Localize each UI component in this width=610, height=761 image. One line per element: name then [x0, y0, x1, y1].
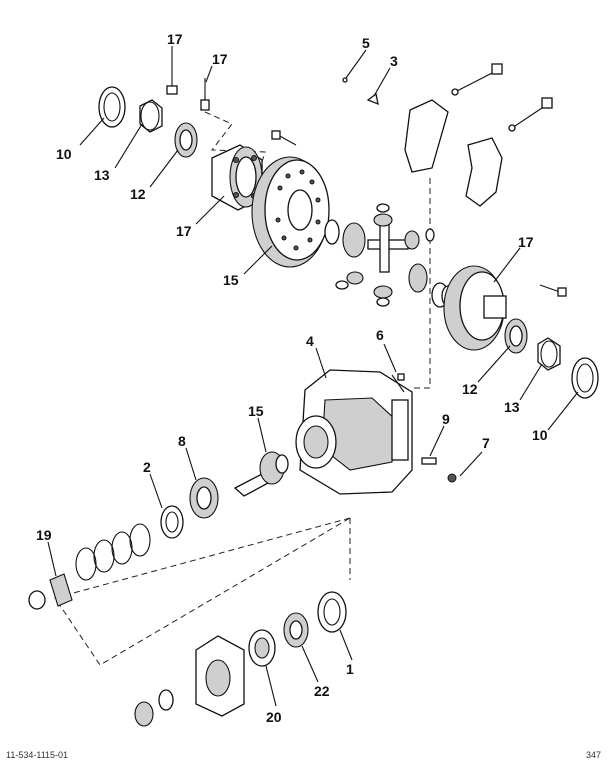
oil-seal-20	[248, 629, 276, 667]
nut-7	[447, 473, 457, 483]
bolt-right-small	[539, 284, 567, 297]
leader-lines	[47, 46, 579, 707]
callout-5: 5	[362, 35, 370, 51]
callout-labels: 17 17 5 3 10 13 12 17 15 17 6 4 12 13 10…	[36, 31, 548, 725]
cap-bolt-upper	[451, 63, 503, 96]
pinion-gear-right	[404, 228, 435, 250]
callout-10: 10	[532, 427, 548, 443]
side-gear-left	[342, 222, 366, 258]
callout-8: 8	[178, 433, 186, 449]
bearing-cup-2	[160, 505, 184, 539]
cotter-pin-5	[342, 77, 348, 83]
spacer-19	[28, 573, 73, 610]
callout-19: 19	[36, 527, 52, 543]
callout-12: 12	[462, 381, 478, 397]
callout-10: 10	[56, 146, 72, 162]
spider-cross	[367, 221, 409, 273]
side-gear-thrust-washer	[324, 219, 340, 245]
callout-7: 7	[482, 435, 490, 451]
callout-17: 17	[167, 31, 183, 47]
callout-20: 20	[266, 709, 282, 725]
pinion-gear-left	[335, 271, 364, 290]
bolt-17-top-right	[200, 78, 210, 111]
cap-bolt-lower	[508, 97, 553, 132]
shim-pack	[75, 523, 151, 581]
ring-gear-15	[251, 156, 330, 268]
callout-22: 22	[314, 683, 330, 699]
pinion-gear-bottom	[373, 285, 393, 307]
seal-ring-10-left	[98, 86, 126, 128]
differential-case-17	[211, 144, 263, 211]
figure-reference-id: 11-534-1115-01	[6, 750, 68, 760]
bolt-case-small	[271, 130, 297, 146]
callout-3: 3	[390, 53, 398, 69]
assembly-guide-lines	[54, 111, 431, 666]
callout-4: 4	[306, 333, 314, 349]
bearing-cone-22	[283, 612, 309, 648]
set-screw-6	[391, 373, 405, 393]
callout-1: 1	[346, 661, 354, 677]
adjuster-lock-3	[366, 92, 379, 106]
side-gear-right	[408, 263, 428, 293]
bolt-17-top-left	[166, 62, 178, 95]
bearing-cone-12-left	[174, 122, 198, 158]
callout-13: 13	[94, 167, 110, 183]
bearing-cup-1	[317, 591, 347, 633]
callout-13: 13	[504, 399, 520, 415]
differential-case-17-right	[441, 265, 507, 351]
dowel-pin-9	[421, 457, 437, 465]
callout-15: 15	[248, 403, 264, 419]
callout-15: 15	[223, 272, 239, 288]
bearing-cap-lower	[465, 137, 503, 207]
callout-2: 2	[143, 459, 151, 475]
callout-17: 17	[212, 51, 228, 67]
bearing-cup-13-right	[537, 337, 561, 371]
carrier-housing-4	[295, 369, 413, 495]
callout-6: 6	[376, 327, 384, 343]
seal-ring-10-right	[571, 357, 599, 399]
page-number: 347	[586, 750, 601, 760]
bearing-cone-12-right	[504, 318, 528, 354]
callout-17: 17	[518, 234, 534, 250]
drive-pinion-15	[233, 451, 289, 497]
pinion-bearing-8	[189, 477, 219, 519]
pinion-cage-housing	[195, 635, 245, 717]
bearing-cup-13-left	[139, 99, 163, 133]
pinion-nut	[134, 701, 154, 727]
callout-9: 9	[442, 411, 450, 427]
callout-17: 17	[176, 223, 192, 239]
bearing-cap-upper	[404, 99, 449, 173]
washer-bottom	[158, 689, 174, 711]
pinion-gear-top	[373, 203, 393, 227]
callout-12: 12	[130, 186, 146, 202]
